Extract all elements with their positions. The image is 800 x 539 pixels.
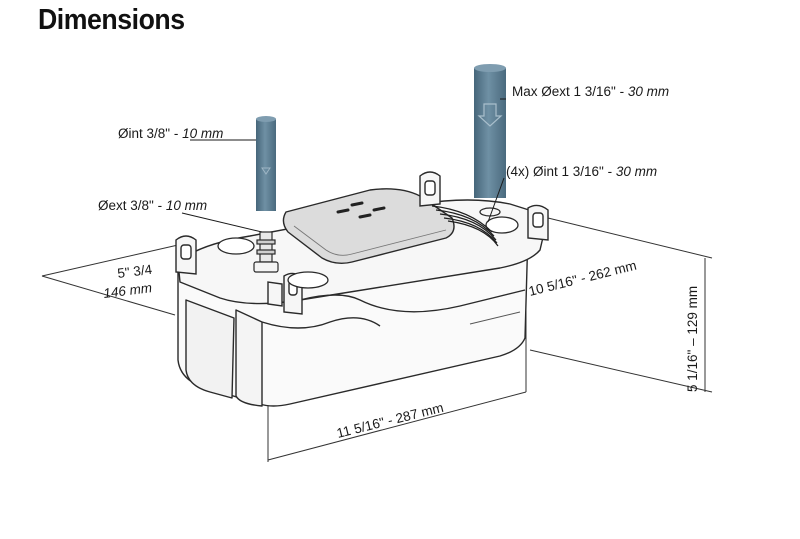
depth-label: 10 5/16" - 262 mm (527, 258, 638, 299)
inlet-four-label: (4x) Øint 1 3/16" - 30 mm (506, 164, 657, 179)
width-inch-label: 5" 3/4 (117, 262, 154, 281)
height-label: 5 1/16" – 129 mm (685, 286, 700, 392)
inlet-pipe (256, 116, 276, 211)
leader-lines (181, 98, 506, 233)
width-mm-label: 146 mm (103, 280, 153, 301)
inlet-int-label: Øint 3/8" - 10 mm (118, 126, 223, 141)
page-title: Dimensions (38, 4, 185, 36)
inlet-holes (217, 207, 519, 289)
length-label: 11 5/16" - 287 mm (335, 400, 445, 441)
outlet-max-label: Max Øext 1 3/16" - 30 mm (512, 84, 669, 99)
outlet-pipe (474, 64, 506, 198)
pump-body (177, 188, 549, 407)
hose-fitting (253, 231, 279, 273)
outlet-hose (431, 205, 499, 247)
inlet-ext-label: Øext 3/8" - 10 mm (98, 198, 207, 213)
